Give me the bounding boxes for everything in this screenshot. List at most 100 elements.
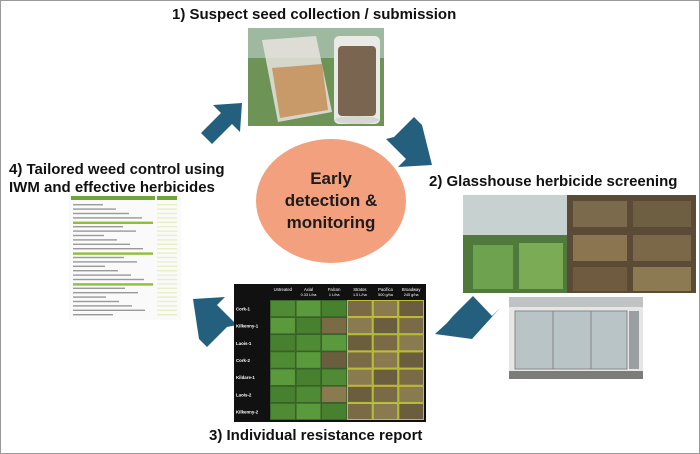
report-row-label: Cork-1	[236, 307, 250, 312]
table-side-cell	[157, 234, 177, 237]
table-side-cell	[157, 292, 177, 294]
table-text-line	[73, 248, 143, 250]
table-side-cell	[157, 296, 177, 298]
table-side-cell	[157, 226, 177, 228]
report-cell	[321, 386, 347, 403]
seed-sample-photo	[248, 28, 384, 126]
table-side-cell	[157, 287, 177, 289]
table-side-cell	[157, 212, 177, 215]
table-text-line	[73, 230, 136, 232]
hub-line-3: monitoring	[286, 213, 376, 232]
table-section-band	[73, 252, 153, 255]
report-column-header: Stratos	[353, 287, 366, 292]
table-side-cell	[157, 314, 177, 316]
report-cell	[398, 368, 424, 386]
report-row-label: Kilkenny-1	[236, 324, 259, 329]
report-row-label: Laois-1	[236, 341, 252, 346]
step2-label: 2) Glasshouse herbicide screening	[429, 173, 678, 190]
report-cell	[321, 403, 347, 420]
report-cell	[347, 402, 373, 420]
report-cell	[372, 368, 399, 386]
report-cell	[372, 351, 399, 369]
arrow-step1-to-step2	[386, 117, 432, 167]
table-text-line	[73, 239, 117, 241]
table-side-cell	[157, 305, 177, 307]
table-side-cell	[157, 230, 177, 232]
report-cell	[321, 334, 347, 352]
table-side-cell	[157, 300, 177, 303]
table-text-line	[73, 234, 104, 237]
report-cell	[295, 368, 322, 386]
glasshouse-trays-photo	[463, 195, 696, 293]
report-row-label: Cork-2	[236, 358, 250, 363]
report-cell	[295, 317, 322, 334]
arrow-step4-to-step1	[201, 103, 242, 144]
table-text-line	[73, 208, 116, 210]
table-text-line	[73, 292, 138, 294]
report-column-header: Falcon	[328, 287, 341, 292]
report-cell	[321, 317, 347, 334]
report-column-rate: 500 g/ha	[378, 293, 394, 297]
table-text-line	[73, 300, 119, 303]
report-column-rate: 1.5 L/ha	[353, 293, 368, 297]
report-cell	[372, 385, 399, 403]
report-cell	[347, 300, 373, 318]
table-text-line	[73, 256, 124, 259]
table-text-line	[73, 287, 125, 289]
table-section-band	[73, 221, 153, 224]
table-side-cell	[157, 221, 177, 223]
report-cell	[270, 351, 296, 369]
table-side-cell	[157, 208, 177, 210]
weed-control-plan-document	[69, 194, 181, 320]
step1-label: 1) Suspect seed collection / submission	[172, 6, 457, 23]
report-cell	[270, 317, 296, 334]
table-text-line	[73, 243, 130, 245]
table-side-cell	[157, 265, 177, 267]
report-cell	[372, 300, 399, 318]
report-column-header: Broadway	[402, 287, 422, 292]
report-cell	[295, 403, 322, 420]
report-cell	[398, 385, 424, 403]
report-column-header: Pacifica	[378, 287, 393, 292]
plan-table	[71, 196, 177, 316]
report-row-label: Laois-2	[236, 392, 252, 397]
report-cell	[270, 403, 296, 420]
table-text-line	[73, 314, 113, 316]
table-text-line	[73, 270, 118, 272]
report-cell	[295, 386, 322, 403]
center-hub: Early detection & monitoring	[256, 139, 406, 263]
table-side-cell	[157, 248, 177, 250]
report-cell	[270, 386, 296, 403]
step4-label-line1: 4) Tailored weed control using	[9, 161, 225, 178]
report-cell	[398, 402, 424, 420]
table-side-cell	[157, 283, 177, 285]
step3-label: 3) Individual resistance report	[209, 427, 423, 444]
report-cell	[372, 317, 399, 335]
report-column-header: Axial	[304, 287, 313, 292]
report-column-rate: 245 g/ha	[404, 293, 420, 297]
table-text-line	[73, 309, 145, 311]
report-row-label: Kilkenny-2	[236, 409, 259, 414]
table-side-cell	[157, 309, 177, 311]
report-cell	[372, 402, 399, 420]
report-cell	[321, 300, 347, 317]
table-text-line	[73, 217, 142, 219]
table-side-cell	[157, 243, 177, 245]
report-cell	[347, 368, 373, 386]
table-side-cell	[157, 261, 177, 263]
report-cell	[398, 317, 424, 335]
table-text-line	[73, 261, 137, 263]
report-cell	[372, 334, 399, 352]
table-side-cell	[157, 204, 177, 206]
report-cell	[347, 334, 373, 352]
report-cell	[295, 351, 322, 369]
report-cell	[321, 368, 347, 386]
plant-area	[270, 300, 424, 420]
report-cell	[321, 351, 347, 369]
table-side-cell	[157, 217, 177, 219]
report-cell	[347, 385, 373, 403]
report-column-header: Untreated	[274, 287, 293, 292]
report-cell	[398, 334, 424, 352]
